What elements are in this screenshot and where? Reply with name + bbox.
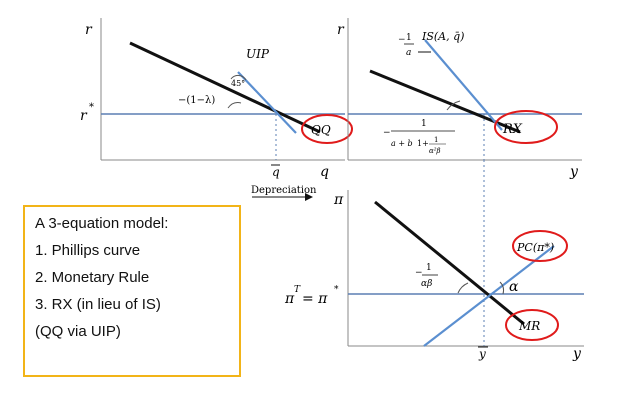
- mr-slope-den: αβ: [421, 279, 432, 289]
- summary-item-rx: 3. RX (in lieu of IS): [35, 296, 161, 313]
- br-x-axis-label: y: [572, 346, 582, 362]
- target-lhs: π: [284, 291, 295, 307]
- mr-label: MR: [518, 319, 540, 333]
- y-bar-label: y: [478, 347, 486, 361]
- target-rhs-sup: *: [334, 285, 339, 295]
- qq-highlight-ellipse: [301, 114, 353, 144]
- is-slope-den: a: [406, 48, 411, 58]
- is-label: IS(A, q̄): [421, 30, 464, 43]
- model-summary-box: A 3-equation model: 1. Phillips curve 2.…: [23, 205, 241, 377]
- tl-x-axis-label: q: [320, 164, 329, 180]
- qq-slope-label: −(1−λ): [178, 95, 215, 106]
- depreciation-arrow-group: Depreciation: [251, 185, 317, 201]
- tl-45-angle-arc: [230, 74, 247, 81]
- uip-label: UIP: [246, 47, 270, 61]
- rx-slope-arc: [446, 100, 461, 111]
- mr-slope-arc: [457, 282, 469, 294]
- rx-curve: [369, 69, 521, 134]
- alpha-label: α: [509, 279, 519, 295]
- pc-highlight-ellipse: [512, 230, 568, 262]
- summary-item-phillips: 1. Phillips curve: [35, 242, 141, 259]
- rx-slope-num: 1: [421, 119, 427, 129]
- depreciation-label: Depreciation: [251, 185, 317, 196]
- svg-text:−: −: [415, 268, 423, 278]
- rx-inner-num: 1: [434, 136, 438, 144]
- is-curve: [424, 39, 503, 131]
- mr-slope-num: 1: [426, 263, 432, 273]
- pc-label: PC(π*): [516, 241, 554, 254]
- summary-title: A 3-equation model:: [35, 215, 169, 232]
- pc-alpha-arc: [499, 281, 505, 295]
- panel-is-rx: r y − 1 a IS(A, q̄) − 1 a + b 1+ 1 α²β R…: [337, 18, 582, 180]
- summary-item-qq: (QQ via UIP): [35, 323, 121, 340]
- tl-y-axis-label: r: [85, 22, 93, 38]
- pc-curve: [423, 245, 555, 347]
- tr-x-axis-label: y: [569, 164, 579, 180]
- rx-label: RX: [502, 122, 523, 137]
- rx-inner-den: α²β: [429, 147, 441, 155]
- rx-den-prefix: a + b: [391, 139, 413, 148]
- uip-line: [237, 71, 297, 134]
- qq-label: QQ: [311, 123, 331, 137]
- tl-slope-arc: [227, 102, 242, 109]
- summary-item-monetary-rule: 2. Monetary Rule: [35, 269, 150, 286]
- mr-highlight-ellipse: [505, 309, 559, 341]
- angle-45-label: 45°: [231, 79, 245, 88]
- target-sup: T: [294, 285, 301, 295]
- svg-text:1+: 1+: [417, 139, 429, 148]
- svg-text:−: −: [398, 35, 406, 45]
- is-slope-num: 1: [406, 33, 412, 43]
- mr-curve: [374, 200, 525, 326]
- tl-r-star-label: r: [80, 108, 88, 124]
- qq-curve: [129, 41, 321, 134]
- tl-r-star-sup: *: [89, 102, 94, 113]
- panel-qq-uip: r r * q q UIP 45° −(1−λ) QQ: [80, 18, 353, 180]
- rx-highlight-ellipse: [494, 110, 558, 144]
- tr-y-axis-label: r: [337, 22, 345, 38]
- br-y-axis-label: π: [333, 192, 344, 208]
- panel-pc-mr: π y y π T = π * − 1 αβ α PC(π*) MR: [284, 160, 584, 362]
- svg-text:−: −: [383, 128, 391, 138]
- tl-q-bar-label: q: [272, 165, 280, 179]
- target-rhs: = π: [302, 291, 328, 307]
